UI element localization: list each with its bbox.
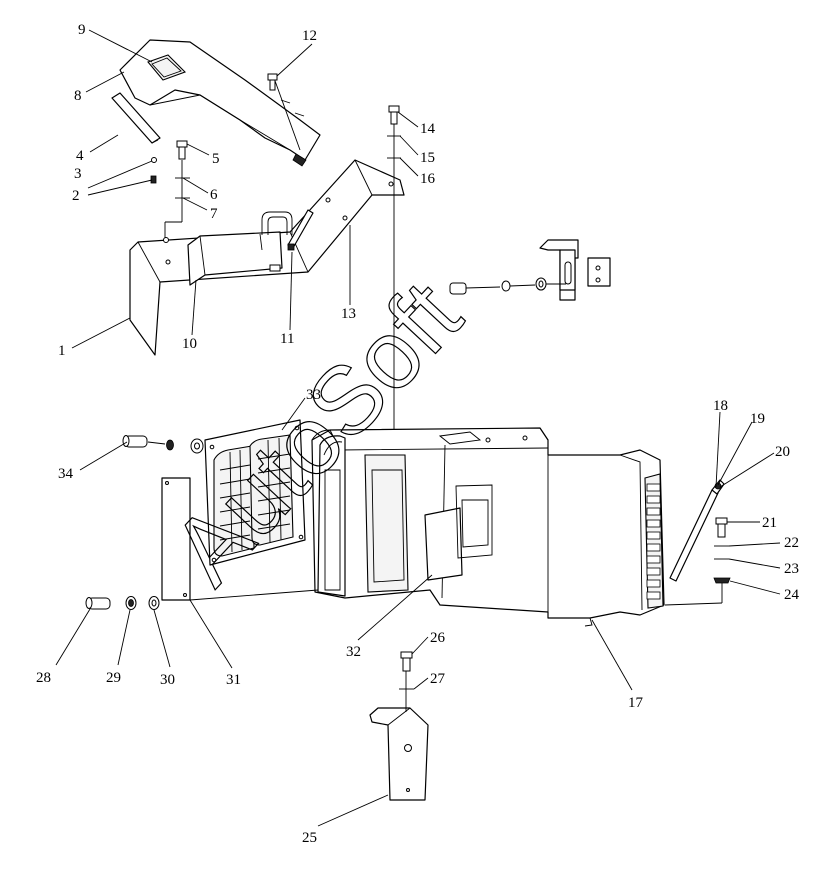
callout-3: 3	[74, 166, 82, 182]
callout-leaders	[55, 29, 781, 827]
callout-2: 2	[72, 188, 80, 204]
callout-21: 21	[762, 515, 777, 531]
callout-4: 4	[76, 148, 84, 164]
gas-strut-parts-18-20	[669, 479, 725, 582]
callout-24: 24	[784, 587, 800, 603]
callout-12: 12	[302, 28, 317, 44]
bolt-stack-parts-5-7	[164, 140, 190, 238]
callout-8: 8	[74, 88, 82, 104]
window-part-9	[147, 54, 186, 81]
callout-13: 13	[341, 306, 356, 322]
strip-part-4	[111, 92, 161, 144]
front-grille	[644, 473, 664, 609]
callout-14: 14	[420, 121, 436, 137]
callout-20: 20	[775, 444, 790, 460]
callout-28: 28	[36, 670, 51, 686]
main-hood-part-17	[311, 427, 665, 627]
bracket-part-25	[369, 651, 429, 801]
handle-part-11	[261, 209, 314, 272]
top-cover-part-8	[119, 39, 321, 167]
bolt-stack-part-12	[267, 73, 305, 151]
callout-31: 31	[226, 672, 241, 688]
callout-32: 32	[346, 644, 361, 660]
bracket-assembly	[449, 239, 611, 301]
bolt-stack-part-34	[122, 435, 204, 454]
callout-30: 30	[160, 672, 175, 688]
callout-22: 22	[784, 535, 799, 551]
callout-27: 27	[430, 671, 446, 687]
callout-9: 9	[78, 22, 86, 38]
callout-18: 18	[713, 398, 728, 414]
callout-33: 33	[306, 387, 321, 403]
bolt-stack-parts-28-30	[85, 596, 160, 610]
bolt-stack-parts-21-24	[664, 517, 731, 606]
side-plate-part-31	[161, 477, 319, 601]
callout-16: 16	[420, 171, 436, 187]
callout-labels: 1 2 3 4 5 6 7 8 9 10 11 12 13 14 15 16 1…	[36, 22, 800, 846]
callout-7: 7	[210, 206, 218, 222]
callout-17: 17	[628, 695, 644, 711]
callout-5: 5	[212, 151, 220, 167]
callout-1: 1	[58, 343, 66, 359]
callout-25: 25	[302, 830, 317, 846]
callout-10: 10	[182, 336, 197, 352]
side-screen-part-33	[204, 419, 306, 566]
callout-6: 6	[210, 187, 218, 203]
callout-34: 34	[58, 466, 74, 482]
access-plate-part-32	[424, 507, 463, 581]
bolt-stack-parts-14-16	[387, 105, 401, 440]
callout-26: 26	[430, 630, 446, 646]
hardware-parts-2-3	[150, 157, 157, 184]
callout-15: 15	[420, 150, 435, 166]
callout-19: 19	[750, 411, 765, 427]
inner-panel-part-10	[187, 231, 283, 286]
callout-29: 29	[106, 670, 121, 686]
callout-23: 23	[784, 561, 799, 577]
callout-11: 11	[280, 331, 294, 347]
